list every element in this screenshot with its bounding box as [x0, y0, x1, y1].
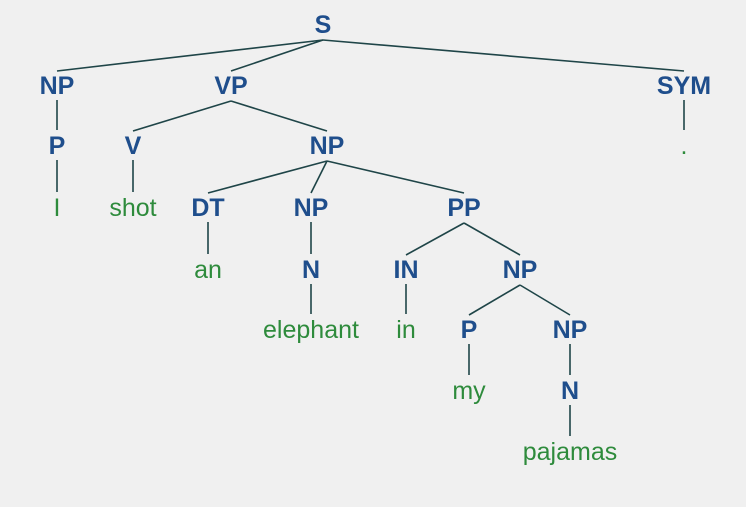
edge-np-to-np — [519, 284, 571, 316]
edge-pp-to-in — [405, 222, 465, 256]
node-np-10: NP — [294, 194, 329, 222]
node-in-14: IN — [394, 256, 419, 284]
leaf-word-i-3: I — [54, 194, 61, 222]
node-np-7: NP — [310, 132, 345, 160]
edge-np-to-pp — [326, 160, 465, 194]
node-sym-22: SYM — [657, 72, 711, 100]
leaf-word-pajamas-21: pajamas — [523, 438, 618, 466]
node-vp-4: VP — [214, 72, 247, 100]
tree-edges — [56, 39, 685, 436]
edge-vp-to-np — [230, 100, 328, 132]
leaf-word-elephant-12: elephant — [263, 316, 359, 344]
node-pp-13: PP — [447, 194, 480, 222]
leaf-word-my-18: my — [452, 377, 486, 405]
edge-np-to-np — [310, 160, 328, 194]
node-np-19: NP — [553, 316, 588, 344]
node-np-16: NP — [503, 256, 538, 284]
node-n-20: N — [561, 377, 579, 405]
node-s-0: S — [315, 11, 332, 39]
edge-s-to-np — [56, 39, 324, 72]
edge-np-to-p — [468, 284, 521, 316]
node-dt-8: DT — [191, 194, 224, 222]
leaf-word-shot-6: shot — [109, 194, 156, 222]
edge-vp-to-v — [132, 100, 232, 132]
node-n-11: N — [302, 256, 320, 284]
node-np-1: NP — [40, 72, 75, 100]
edge-pp-to-np — [463, 222, 521, 256]
node-p-2: P — [49, 132, 66, 160]
edge-np-to-dt — [207, 160, 328, 194]
edge-s-to-vp — [230, 39, 324, 72]
tree-nodes: SNPPIVPVshotNPDTanNPNelephantPPINinNPPmy… — [40, 11, 711, 466]
node-v-5: V — [125, 132, 142, 160]
leaf-word-period-23: . — [681, 132, 688, 160]
leaf-word-in-15: in — [396, 316, 415, 344]
leaf-word-an-9: an — [194, 256, 222, 284]
node-p-17: P — [461, 316, 478, 344]
edge-s-to-sym — [322, 39, 685, 72]
